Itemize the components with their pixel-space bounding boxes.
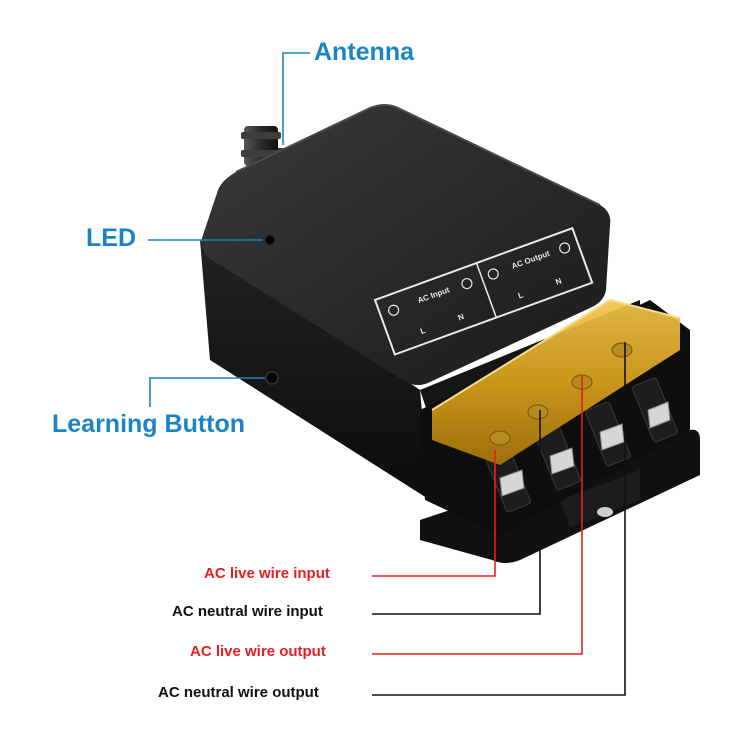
mounting-hole: [597, 507, 613, 517]
learning-button-leader-line: [149, 377, 265, 407]
panel-input-l: L: [419, 326, 427, 336]
live-output-leader-line: [372, 375, 583, 655]
ac-live-input-label: AC live wire input: [204, 565, 330, 582]
learning-button-label: Learning Button: [52, 410, 246, 438]
terminal-clamps: [499, 401, 671, 497]
live-input-leader-line: [372, 450, 496, 577]
learning-button[interactable]: [265, 371, 279, 385]
panel-output-l: L: [517, 290, 525, 300]
ac-neutral-input-label: AC neutral wire input: [172, 603, 323, 620]
panel-input-n: N: [457, 312, 466, 323]
ac-neutral-output-label: AC neutral wire output: [158, 684, 319, 701]
ac-live-output-label: AC live wire output: [190, 643, 326, 660]
neutral-input-leader-line: [372, 410, 541, 615]
terminal-cover: [432, 300, 680, 465]
antenna-leader-line: [282, 52, 310, 145]
terminal-block: [420, 298, 690, 535]
panel-output-n: N: [554, 276, 563, 287]
led-indicator: [264, 234, 276, 246]
antenna-label: Antenna: [314, 38, 414, 66]
callout-lines: [148, 52, 626, 696]
neutral-output-leader-line: [372, 342, 626, 696]
led-label: LED: [86, 224, 136, 252]
